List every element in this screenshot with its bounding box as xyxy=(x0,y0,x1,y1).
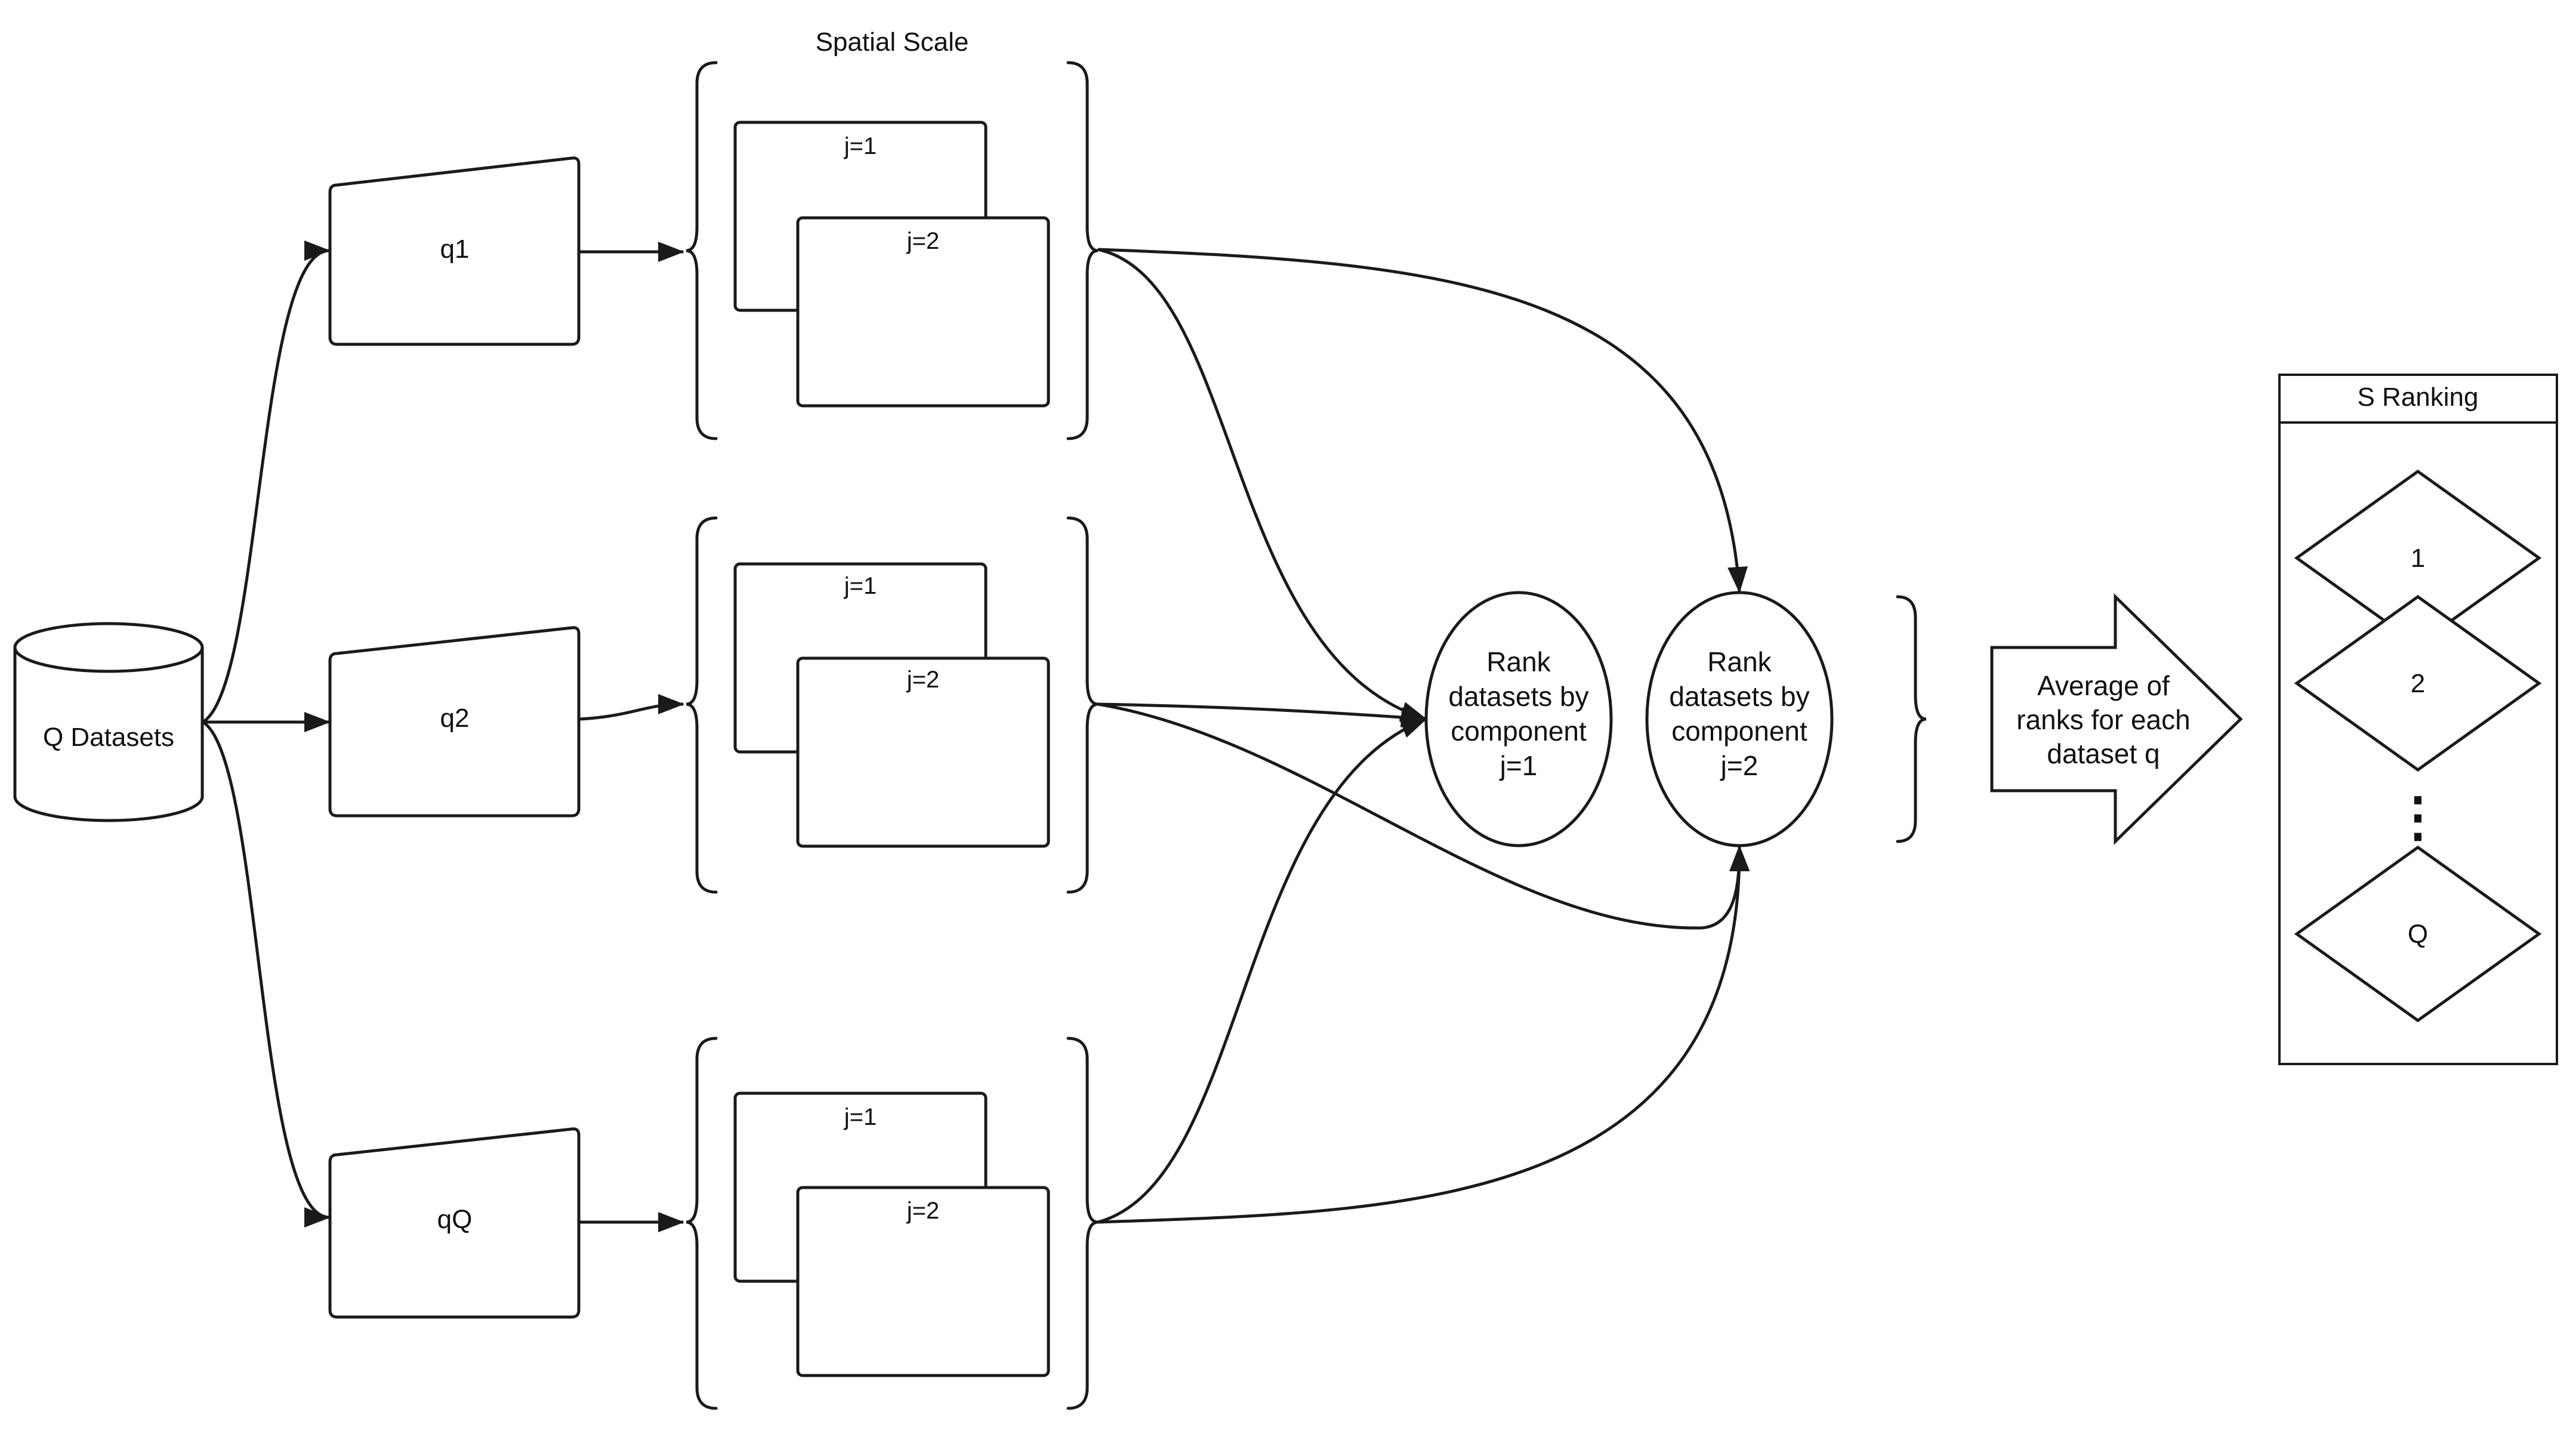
dataset-node-q2: q2 xyxy=(328,626,581,818)
arrow-scaleQ-to-rank-j1 xyxy=(1097,717,1427,1224)
rank-item-1: 1 xyxy=(2411,544,2425,573)
component-label-j2: j=2 xyxy=(906,1198,940,1224)
component-label-j2: j=2 xyxy=(906,228,940,254)
q-datasets-database: Q Datasets xyxy=(13,622,204,822)
s-ranking-panel: S Ranking 1 2 ⋮ Q xyxy=(2278,374,2558,1065)
s-ranking-title: S Ranking xyxy=(2357,383,2478,412)
rank-item-Q: Q xyxy=(2408,920,2428,949)
arrow-scale2-to-rank-j2 xyxy=(1097,702,1750,930)
dataset-label-q2: q2 xyxy=(440,704,470,733)
arrow-db-to-qQ xyxy=(202,720,331,1228)
arrow-q2-to-scale xyxy=(579,694,684,721)
arrow-db-to-q1 xyxy=(202,240,331,724)
dataset-label-q1: q1 xyxy=(440,235,470,264)
rank-node-j1-line-3: component xyxy=(1451,716,1587,747)
left-brace xyxy=(686,516,718,894)
connectors xyxy=(202,240,1750,1232)
component-card-j2 xyxy=(796,1186,1050,1377)
component-card-j2 xyxy=(796,216,1050,408)
rank-node-j1: Rank datasets by component j=1 xyxy=(1424,591,1613,847)
rank-item-2: 2 xyxy=(2411,669,2425,698)
rank-node-j2-line-4: j=2 xyxy=(1720,750,1759,781)
rank-node-j1-line-1: Rank xyxy=(1486,646,1551,677)
q-datasets-label: Q Datasets xyxy=(43,723,174,752)
average-ranks-arrow: Average of ranks for each dataset q xyxy=(1990,593,2243,845)
right-brace xyxy=(1066,516,1099,894)
component-label-j1: j=1 xyxy=(844,133,877,159)
dataset-node-q1: q1 xyxy=(328,156,581,346)
rank-node-j2-line-3: component xyxy=(1671,716,1807,747)
arrow-scale1-to-rank-j1 xyxy=(1097,248,1427,721)
rank-diamond-2 xyxy=(2294,594,2542,772)
rank-node-j2-line-1: Rank xyxy=(1707,646,1772,677)
component-label-j2: j=2 xyxy=(906,667,940,693)
spatial-scale-group-qQ: j=1 j=2 xyxy=(686,1037,1099,1410)
arrow-scale2-to-rank-j1 xyxy=(1097,702,1427,727)
dataset-label-qQ: qQ xyxy=(437,1205,473,1234)
rank-ellipsis: ⋮ xyxy=(2391,788,2445,847)
spatial-scale-group-q2: j=1 j=2 xyxy=(686,516,1099,894)
rank-node-j1-line-2: datasets by xyxy=(1448,681,1588,712)
arrow-scale1-to-rank-j2 xyxy=(1097,248,1748,593)
arrow-scaleQ-to-rank-j2 xyxy=(1097,845,1750,1224)
average-arrow-line-3: dataset q xyxy=(2047,738,2159,769)
aggregation-brace xyxy=(1896,595,1927,843)
spatial-scale-title: Spatial Scale xyxy=(816,27,969,57)
rank-node-j2-line-2: datasets by xyxy=(1669,681,1809,712)
dataset-node-qQ: qQ xyxy=(328,1127,581,1319)
rank-node-j1-line-4: j=1 xyxy=(1499,750,1538,781)
spatial-scale-group-q1: j=1 j=2 xyxy=(686,61,1099,440)
component-label-j1: j=1 xyxy=(844,1104,877,1130)
left-brace xyxy=(686,1037,718,1410)
right-brace xyxy=(1066,1037,1099,1410)
rank-diamond-Q xyxy=(2294,845,2542,1023)
component-label-j1: j=1 xyxy=(844,573,877,599)
average-arrow-line-1: Average of xyxy=(2037,670,2170,701)
rank-node-j2: Rank datasets by component j=2 xyxy=(1645,591,1834,847)
component-card-j2 xyxy=(796,656,1050,848)
left-brace xyxy=(686,61,718,440)
average-arrow-line-2: ranks for each xyxy=(2016,704,2190,735)
right-brace xyxy=(1066,61,1099,440)
